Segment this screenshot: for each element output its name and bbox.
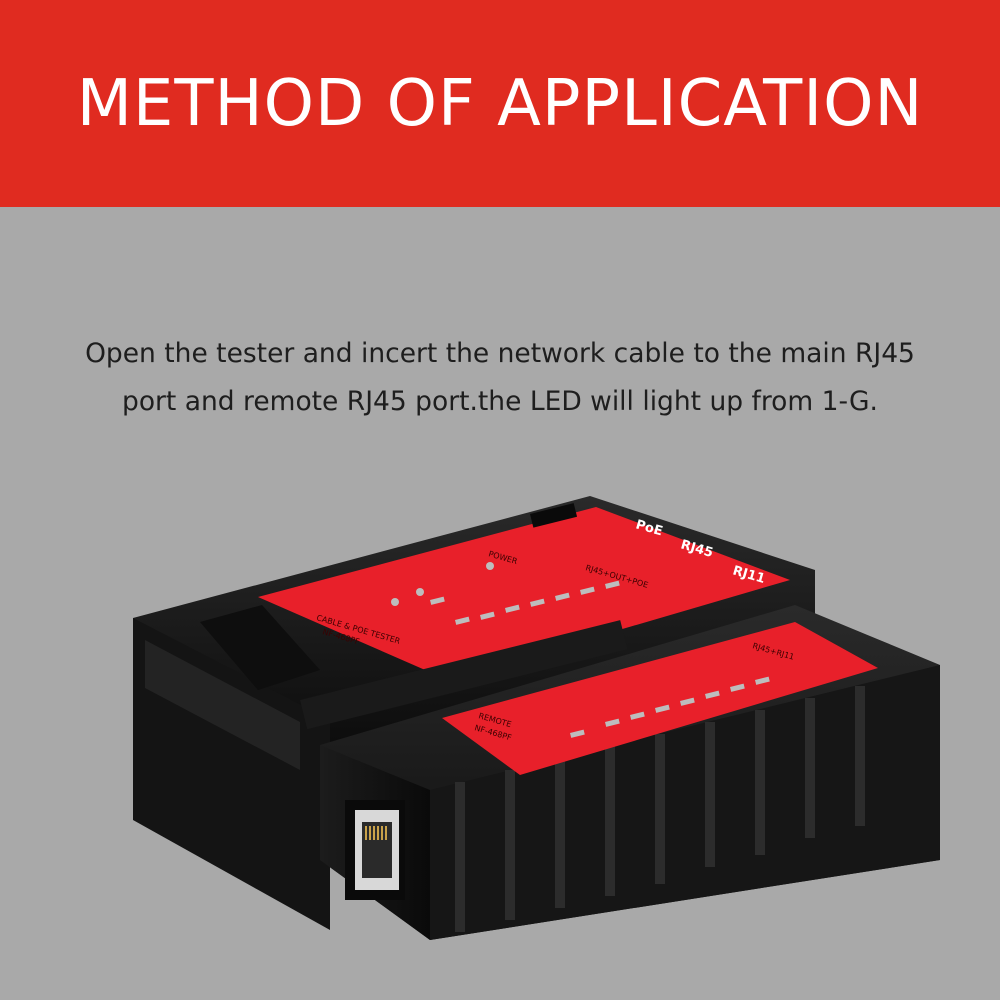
main-unit-leds: [391, 562, 620, 625]
instructions-line-1: Open the tester and incert the network c…: [85, 338, 915, 369]
remote-unit: REMOTE NF-468PF RJ45+RJ11: [320, 605, 940, 940]
header-banner: METHOD OF APPLICATION: [0, 0, 1000, 207]
instructions-text: Open the tester and incert the network c…: [40, 330, 960, 426]
instructions-line-2: port and remote RJ45 port.the LED will l…: [122, 386, 878, 417]
rj45-remote-port[interactable]: [345, 800, 405, 900]
power-switch[interactable]: [530, 503, 578, 528]
main-unit-ribs: [300, 620, 628, 730]
main-unit-label-panel: [258, 507, 790, 680]
poe-label: PoE: [634, 517, 664, 539]
remote-unit-leds: [569, 676, 770, 738]
banner-title: METHOD OF APPLICATION: [76, 66, 924, 141]
main-unit: PoE RJ45 RJ11 POWER RJ45+OUT+POE CABLE &…: [133, 496, 815, 930]
remote-unit-label-panel: [442, 622, 878, 775]
